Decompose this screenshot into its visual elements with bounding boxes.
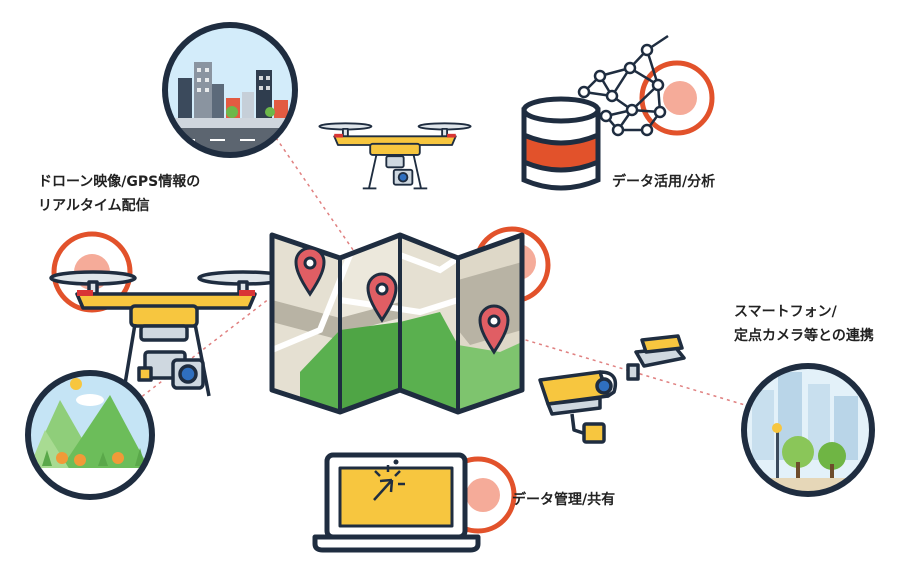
drone-icon-small	[318, 122, 472, 190]
database-icon	[521, 96, 601, 191]
cursor-icon	[373, 465, 405, 501]
ring-network	[639, 60, 715, 136]
park-icon	[741, 363, 875, 497]
connector-pin-park	[491, 329, 746, 406]
smartphone-label: スマートフォン/ 定点カメラ等との連携	[734, 300, 874, 348]
drone-icon	[49, 270, 289, 397]
map-pin-icon	[366, 272, 398, 323]
data-analysis-label: データ活用/分析	[612, 174, 716, 190]
city-icon	[162, 22, 298, 158]
map-pin-icon	[478, 304, 510, 355]
smartphone-label-line2: 定点カメラ等との連携	[734, 328, 874, 344]
laptop-icon	[312, 452, 481, 553]
smartphone-label-line1: スマートフォン/	[734, 304, 837, 320]
data-management-label: データ管理/共有	[512, 492, 616, 508]
security-camera-icon	[538, 334, 686, 444]
drone-stream-label-line1: ドローン映像/GPS情報の	[38, 174, 201, 190]
folded-map-icon	[269, 232, 525, 415]
landscape-icon	[25, 370, 155, 500]
drone-stream-label: ドローン映像/GPS情報の リアルタイム配信	[38, 170, 200, 218]
drone-stream-label-line2: リアルタイム配信	[38, 198, 150, 214]
map-pin-icon	[294, 246, 326, 297]
network-icon	[577, 34, 669, 137]
